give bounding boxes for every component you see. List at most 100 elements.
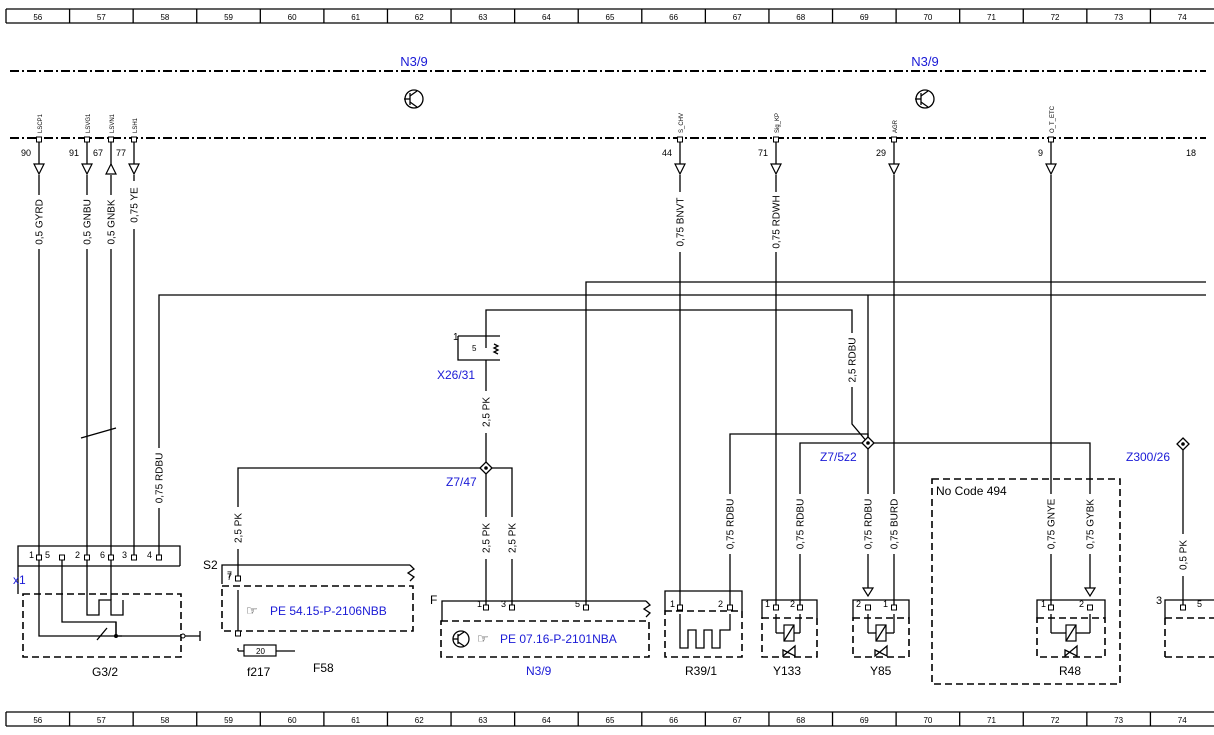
wire-label-bg (480, 391, 492, 433)
pin-number: 6 (100, 550, 105, 560)
pin-terminal (797, 604, 803, 611)
wire-label-bg (794, 494, 806, 554)
grid-column-number: 56 (33, 13, 42, 22)
wire-label: 0,5 PK (1179, 540, 1190, 570)
pin-number: 3 (501, 599, 506, 609)
grid-column-number: 62 (415, 716, 424, 725)
arrow-down-icon (81, 163, 93, 176)
pin-number: 1 (453, 332, 459, 343)
grid-column-number: 71 (987, 716, 996, 725)
reference-pe-54-15[interactable]: PE 54.15-P-2106NBB (270, 604, 387, 618)
grid-column-number: 63 (478, 716, 487, 725)
pin-number: 4 (147, 550, 152, 560)
module-label-right: N3/9 (911, 54, 938, 69)
grid-column-number: 58 (160, 716, 169, 725)
pin-number: 67 (93, 148, 103, 158)
module-label-left: N3/9 (400, 54, 427, 69)
pin-number: 5 (472, 344, 477, 353)
transistor-icon (452, 630, 470, 648)
grid-column-number: 59 (224, 716, 233, 725)
grid-column-number: 59 (224, 13, 233, 22)
wire-label: 0,75 RDBU (796, 499, 807, 550)
label-x26-31: X26/31 (437, 368, 475, 382)
connector-x26-31: 1 5 X26/31 (437, 332, 500, 382)
fuse-rating: 20 (256, 647, 265, 656)
pin-terminal (131, 136, 137, 143)
label-z300-26: Z300/26 (1126, 450, 1170, 464)
pin-terminal (108, 554, 114, 561)
connector-pins: LSCP190LSVG191LSVN167LSH177S_CHV44Sig_KP… (21, 105, 1196, 176)
grid-column-number: 71 (987, 13, 996, 22)
label-f58: F58 (313, 661, 334, 675)
pin-number: 1 (1041, 599, 1046, 609)
component-right-partial: 3 (1156, 595, 1214, 658)
arrow-down-icon (888, 163, 900, 176)
wire-label: 0,75 GYBK (1086, 499, 1097, 549)
pin-number: 1 (477, 599, 482, 609)
label-y133: Y133 (773, 664, 801, 678)
pin-number: 1 (883, 599, 888, 609)
grid-column-number: 64 (542, 13, 551, 22)
pin-signal-name: LSCP1 (38, 113, 44, 133)
arrow-down-icon (861, 587, 875, 598)
grid-column-number: 57 (97, 716, 106, 725)
grid-column-number: 73 (1114, 13, 1123, 22)
arrow-up-icon (105, 162, 117, 175)
pin-terminal (727, 604, 733, 611)
reference-pe-07-16[interactable]: PE 07.16-P-2101NBA (500, 632, 617, 646)
component-r48: R48 (1036, 599, 1106, 678)
wire-label-bg (480, 517, 492, 559)
grid-column-number: 66 (669, 716, 678, 725)
splice-z300-26 (1176, 437, 1190, 451)
pin-signal-name: S_CHV (679, 113, 685, 133)
pin-terminal (1048, 604, 1054, 611)
pin-terminal (108, 136, 114, 143)
grid-column-number: 61 (351, 13, 360, 22)
wire-label-bg (1177, 534, 1189, 576)
pin-signal-name: LSVN1 (110, 113, 116, 133)
wire-label: 0,75 RDBU (726, 499, 737, 550)
pin-terminal (156, 554, 162, 561)
pin-signal-name: LSVG1 (86, 113, 92, 133)
pin-number: 5 (575, 599, 580, 609)
pin-number: 5 (45, 550, 50, 560)
pin-terminal (131, 554, 137, 561)
wire-label: 0,75 RDBU (864, 499, 875, 550)
wire-label-bg (33, 195, 45, 249)
grid-column-number: 67 (733, 716, 742, 725)
hand-pointer-icon: ☞ (477, 631, 489, 646)
component-g3-2: x1 G3/2 (13, 545, 201, 679)
grid-column-number: 60 (288, 13, 297, 22)
pin-terminal (773, 136, 779, 143)
grid-column-number: 65 (606, 716, 615, 725)
grid-column-number: 74 (1178, 13, 1187, 22)
grid-column-number: 72 (1051, 13, 1060, 22)
label-f: F (430, 593, 437, 607)
grid-column-number: 70 (923, 716, 932, 725)
wire-label: 2,5 PK (482, 523, 493, 553)
pin-signal-name: AGR (893, 119, 899, 133)
transistor-icon (915, 89, 935, 109)
component-n3-9-bottom: F ☞ PE 07.16-P-2101NBA N3/9 (430, 593, 652, 678)
pin-terminal (1048, 136, 1054, 143)
pin-number: 91 (69, 148, 79, 158)
grid-column-number: 60 (288, 716, 297, 725)
pin-terminal (235, 630, 241, 637)
label-r48: R48 (1059, 664, 1081, 678)
pin-terminal (84, 136, 90, 143)
grid-column-number: 69 (860, 13, 869, 22)
wire-label: 2,5 PK (482, 397, 493, 427)
wire-label: 0,75 GNYE (1047, 498, 1058, 549)
grid-column-number: 57 (97, 13, 106, 22)
pin-number: 90 (21, 148, 31, 158)
pin-number: 9 (1038, 148, 1043, 158)
grid-column-number: 66 (669, 13, 678, 22)
wire-label: 2,5 PK (508, 523, 519, 553)
grid-column-number: 63 (478, 13, 487, 22)
grid-column-number: 68 (796, 716, 805, 725)
wire-label: 0,75 BNVT (676, 198, 687, 247)
pin-number: 7 (227, 570, 232, 580)
